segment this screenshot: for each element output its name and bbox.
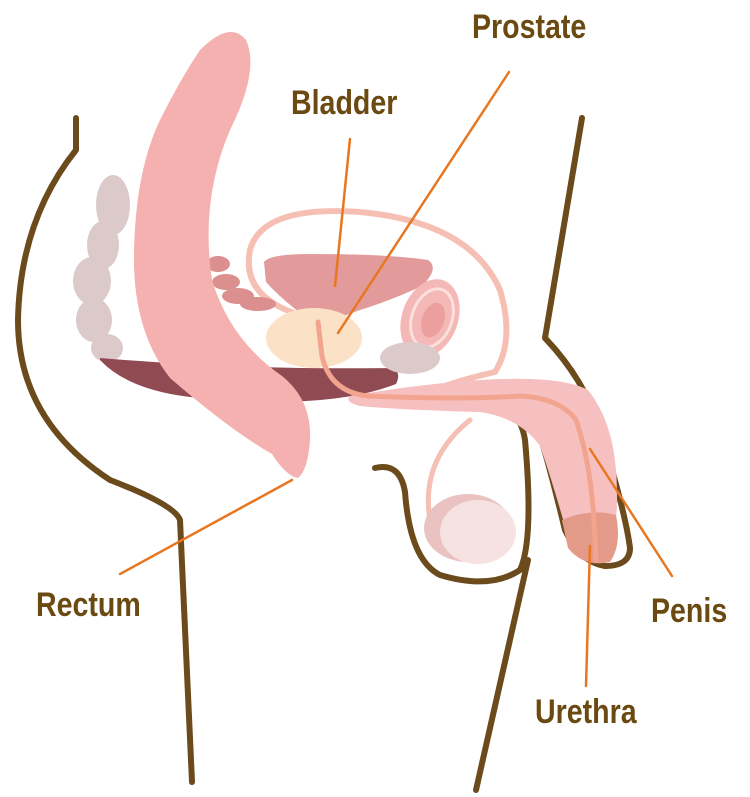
label-rectum: Rectum (36, 588, 141, 622)
bulbourethral-gland (380, 342, 440, 374)
label-penis: Penis (651, 594, 727, 628)
rectum (134, 32, 310, 478)
leader-line-urethra (586, 546, 590, 686)
spine-vertebrae (73, 175, 130, 362)
label-urethra: Urethra (535, 695, 637, 729)
label-bladder: Bladder (291, 86, 397, 120)
testicle (424, 494, 516, 564)
thigh-outline (476, 560, 528, 790)
label-prostate: Prostate (472, 10, 586, 44)
